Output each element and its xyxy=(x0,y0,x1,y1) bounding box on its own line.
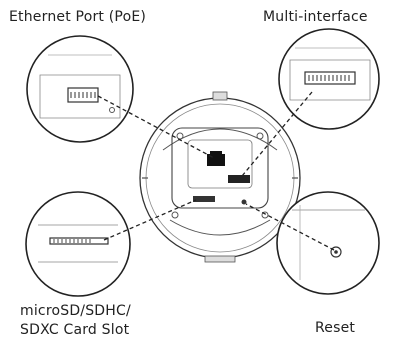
reset-magnifier xyxy=(276,191,380,295)
ethernet-magnifier xyxy=(26,35,134,143)
leader-lines xyxy=(97,91,335,251)
multi-interface-on-body xyxy=(228,175,250,183)
microsd-magnifier xyxy=(25,191,131,297)
leader-line-reset xyxy=(245,203,335,251)
leader-line-microsd xyxy=(103,199,197,241)
camera-body xyxy=(139,91,301,263)
ethernet-port-label: Ethernet Port (PoE) xyxy=(9,9,147,25)
leader-line-ethernet xyxy=(97,95,215,159)
leader-line-multi-interface xyxy=(241,91,313,177)
multi-interface-magnifier xyxy=(278,28,380,130)
ethernet-port-on-body xyxy=(207,151,225,166)
microsd-card-slot-label: microSD/SDHC/ SDXC Card Slot xyxy=(20,303,131,338)
microsd-slot-on-body xyxy=(193,196,215,202)
reset-hole-on-body xyxy=(241,199,247,205)
reset-label: Reset xyxy=(315,320,356,336)
multi-interface-label: Multi-interface xyxy=(263,9,368,25)
